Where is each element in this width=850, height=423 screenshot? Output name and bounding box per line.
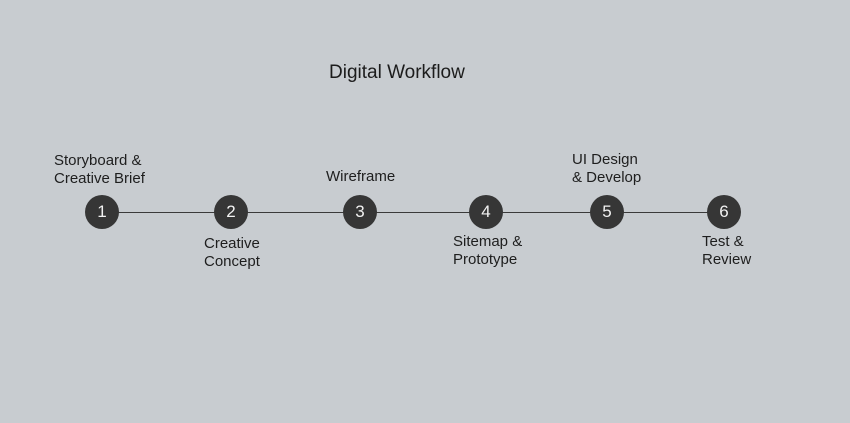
step-label-4-line-2: Prototype: [453, 251, 518, 268]
step-label-6-line-2: Review: [702, 251, 752, 268]
step-node-3: 3: [343, 195, 377, 229]
step-label-1-line-1: Storyboard &: [54, 152, 142, 169]
timeline-connector: [102, 212, 724, 213]
step-node-5: 5: [590, 195, 624, 229]
step-label-6-line-1: Test &: [702, 233, 744, 250]
step-node-1: 1: [85, 195, 119, 229]
step-label-1: Storyboard & Creative Brief: [54, 152, 145, 188]
diagram-title: Digital Workflow: [329, 62, 465, 83]
step-label-2-line-1: Creative: [204, 235, 260, 252]
step-node-6: 6: [707, 195, 741, 229]
step-label-4-line-1: Sitemap &: [453, 233, 523, 250]
step-label-3-line-1: Wireframe: [326, 168, 396, 185]
step-label-5-line-2: & Develop: [572, 169, 642, 186]
step-label-4: Sitemap & Prototype: [453, 233, 522, 269]
step-node-2: 2: [214, 195, 248, 229]
step-label-5-line-1: UI Design: [572, 151, 638, 168]
step-label-3: Wireframe: [326, 168, 395, 186]
step-label-2-line-2: Concept: [204, 253, 260, 270]
step-label-1-line-2: Creative Brief: [54, 170, 145, 187]
step-label-5: UI Design & Develop: [572, 151, 641, 187]
step-node-4: 4: [469, 195, 503, 229]
step-label-2: Creative Concept: [204, 235, 260, 271]
step-label-6: Test & Review: [702, 233, 751, 269]
